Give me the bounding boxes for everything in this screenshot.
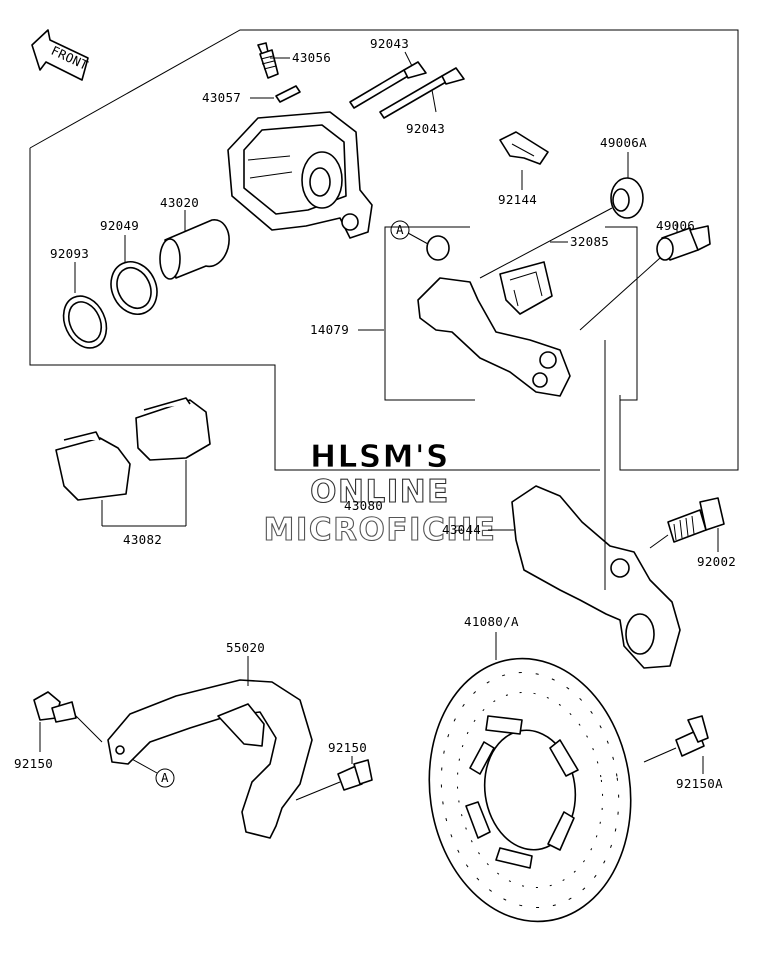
label-43082: 43082	[123, 532, 162, 547]
label-49006: 49006	[656, 218, 695, 233]
label-92144: 92144	[498, 192, 537, 207]
brake-pads-43082: 43082	[55, 397, 211, 547]
ref-a-upper-label: A	[396, 222, 404, 237]
label-92043-bottom: 92043	[406, 121, 445, 136]
bolt-92150A: 92150A	[643, 715, 723, 791]
bolt-92150-middle: 92150	[295, 740, 373, 801]
bracket-outline	[384, 226, 638, 401]
pad-spring-32085: 32085	[499, 234, 609, 315]
seal-92093: 92093	[50, 246, 108, 349]
piston-43020: 43020	[159, 195, 230, 280]
brake-disc-41080A: 41080/A	[428, 614, 632, 923]
watermark-line2: ONLINE	[310, 474, 450, 510]
caliper-body-43080	[227, 111, 373, 239]
label-14079: 14079	[310, 322, 349, 337]
boot-49006: 49006	[579, 218, 711, 331]
label-92049: 92049	[100, 218, 139, 233]
seal-92049: 92049	[100, 218, 158, 315]
label-92002: 92002	[697, 554, 736, 569]
label-32085: 32085	[570, 234, 609, 249]
label-43056: 43056	[292, 50, 331, 65]
bolt-92002: 92002	[649, 497, 736, 569]
bleed-valve-43056: 43056	[257, 42, 331, 79]
label-43020: 43020	[160, 195, 199, 210]
pins-92043: 92043 92043	[349, 36, 465, 136]
front-arrow: FRONT	[31, 29, 91, 81]
caliper-bracket-14079: 14079	[310, 235, 571, 397]
caliper-holder-43044: 43044	[442, 340, 681, 669]
label-43044: 43044	[442, 522, 481, 537]
label-41080A: 41080/A	[464, 614, 519, 629]
disc-guard-55020: 55020	[107, 640, 313, 839]
ref-a-upper: A	[390, 220, 429, 245]
label-92150A: 92150A	[676, 776, 723, 791]
ref-a-lower-label: A	[161, 770, 169, 785]
boot-49006A: 49006A	[479, 135, 647, 279]
assembly-outline	[29, 29, 739, 471]
label-92150-left: 92150	[14, 756, 53, 771]
watermark-line1: HLSM'S	[310, 439, 450, 475]
label-92150-middle: 92150	[328, 740, 367, 755]
label-55020: 55020	[226, 640, 265, 655]
ref-a-lower: A	[129, 757, 175, 788]
label-92093: 92093	[50, 246, 89, 261]
watermark: HLSM'S ONLINE MICROFICHE	[263, 439, 497, 549]
watermark-line3: MICROFICHE	[264, 512, 497, 548]
label-92043-top: 92043	[370, 36, 409, 51]
label-43057: 43057	[202, 90, 241, 105]
cap-43057: 43057	[202, 85, 301, 105]
label-49006A: 49006A	[600, 135, 647, 150]
label-43080: 43080	[344, 498, 383, 513]
spring-92144: 92144	[498, 131, 549, 207]
bolt-92150-left: 92150	[14, 691, 103, 771]
